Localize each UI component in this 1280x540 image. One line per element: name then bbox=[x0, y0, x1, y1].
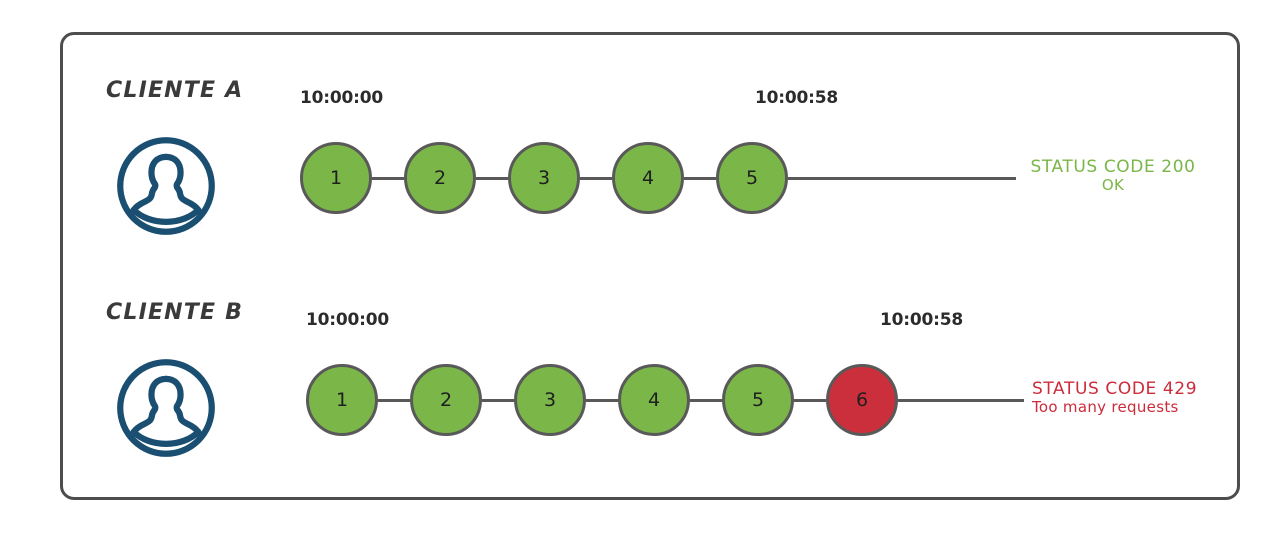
request-node[interactable]: 1 bbox=[300, 142, 372, 214]
status-badge-b: STATUS CODE 429 Too many requests bbox=[1032, 379, 1232, 417]
user-avatar-icon bbox=[114, 134, 218, 238]
connector-tail bbox=[788, 177, 1016, 180]
request-node-blocked[interactable]: 6 bbox=[826, 364, 898, 436]
connector bbox=[378, 399, 410, 402]
client-a-label: CLIENTE A bbox=[106, 78, 244, 103]
user-avatar-icon bbox=[114, 356, 218, 460]
client-b-label: CLIENTE B bbox=[106, 300, 244, 325]
status-badge-a: STATUS CODE 200 OK bbox=[1028, 157, 1198, 195]
request-node[interactable]: 4 bbox=[612, 142, 684, 214]
timestamp-start-b: 10:00:00 bbox=[306, 310, 389, 330]
request-node[interactable]: 5 bbox=[722, 364, 794, 436]
timestamp-end-a: 10:00:58 bbox=[755, 88, 838, 108]
status-text-line: Too many requests bbox=[1032, 398, 1179, 417]
connector-tail bbox=[898, 399, 1024, 402]
status-code-line: STATUS CODE 200 bbox=[1030, 157, 1196, 177]
connector bbox=[684, 177, 716, 180]
connector bbox=[482, 399, 514, 402]
connector bbox=[586, 399, 618, 402]
connector bbox=[580, 177, 612, 180]
request-node[interactable]: 1 bbox=[306, 364, 378, 436]
timestamp-start-a: 10:00:00 bbox=[300, 88, 383, 108]
status-text-line: OK bbox=[1101, 176, 1125, 195]
request-node[interactable]: 2 bbox=[410, 364, 482, 436]
request-node[interactable]: 3 bbox=[508, 142, 580, 214]
connector bbox=[476, 177, 508, 180]
request-node[interactable]: 2 bbox=[404, 142, 476, 214]
connector bbox=[690, 399, 722, 402]
request-node[interactable]: 5 bbox=[716, 142, 788, 214]
connector bbox=[794, 399, 826, 402]
connector bbox=[372, 177, 404, 180]
timestamp-end-b: 10:00:58 bbox=[880, 310, 963, 330]
request-node[interactable]: 4 bbox=[618, 364, 690, 436]
status-code-line: STATUS CODE 429 bbox=[1032, 379, 1198, 399]
request-node[interactable]: 3 bbox=[514, 364, 586, 436]
